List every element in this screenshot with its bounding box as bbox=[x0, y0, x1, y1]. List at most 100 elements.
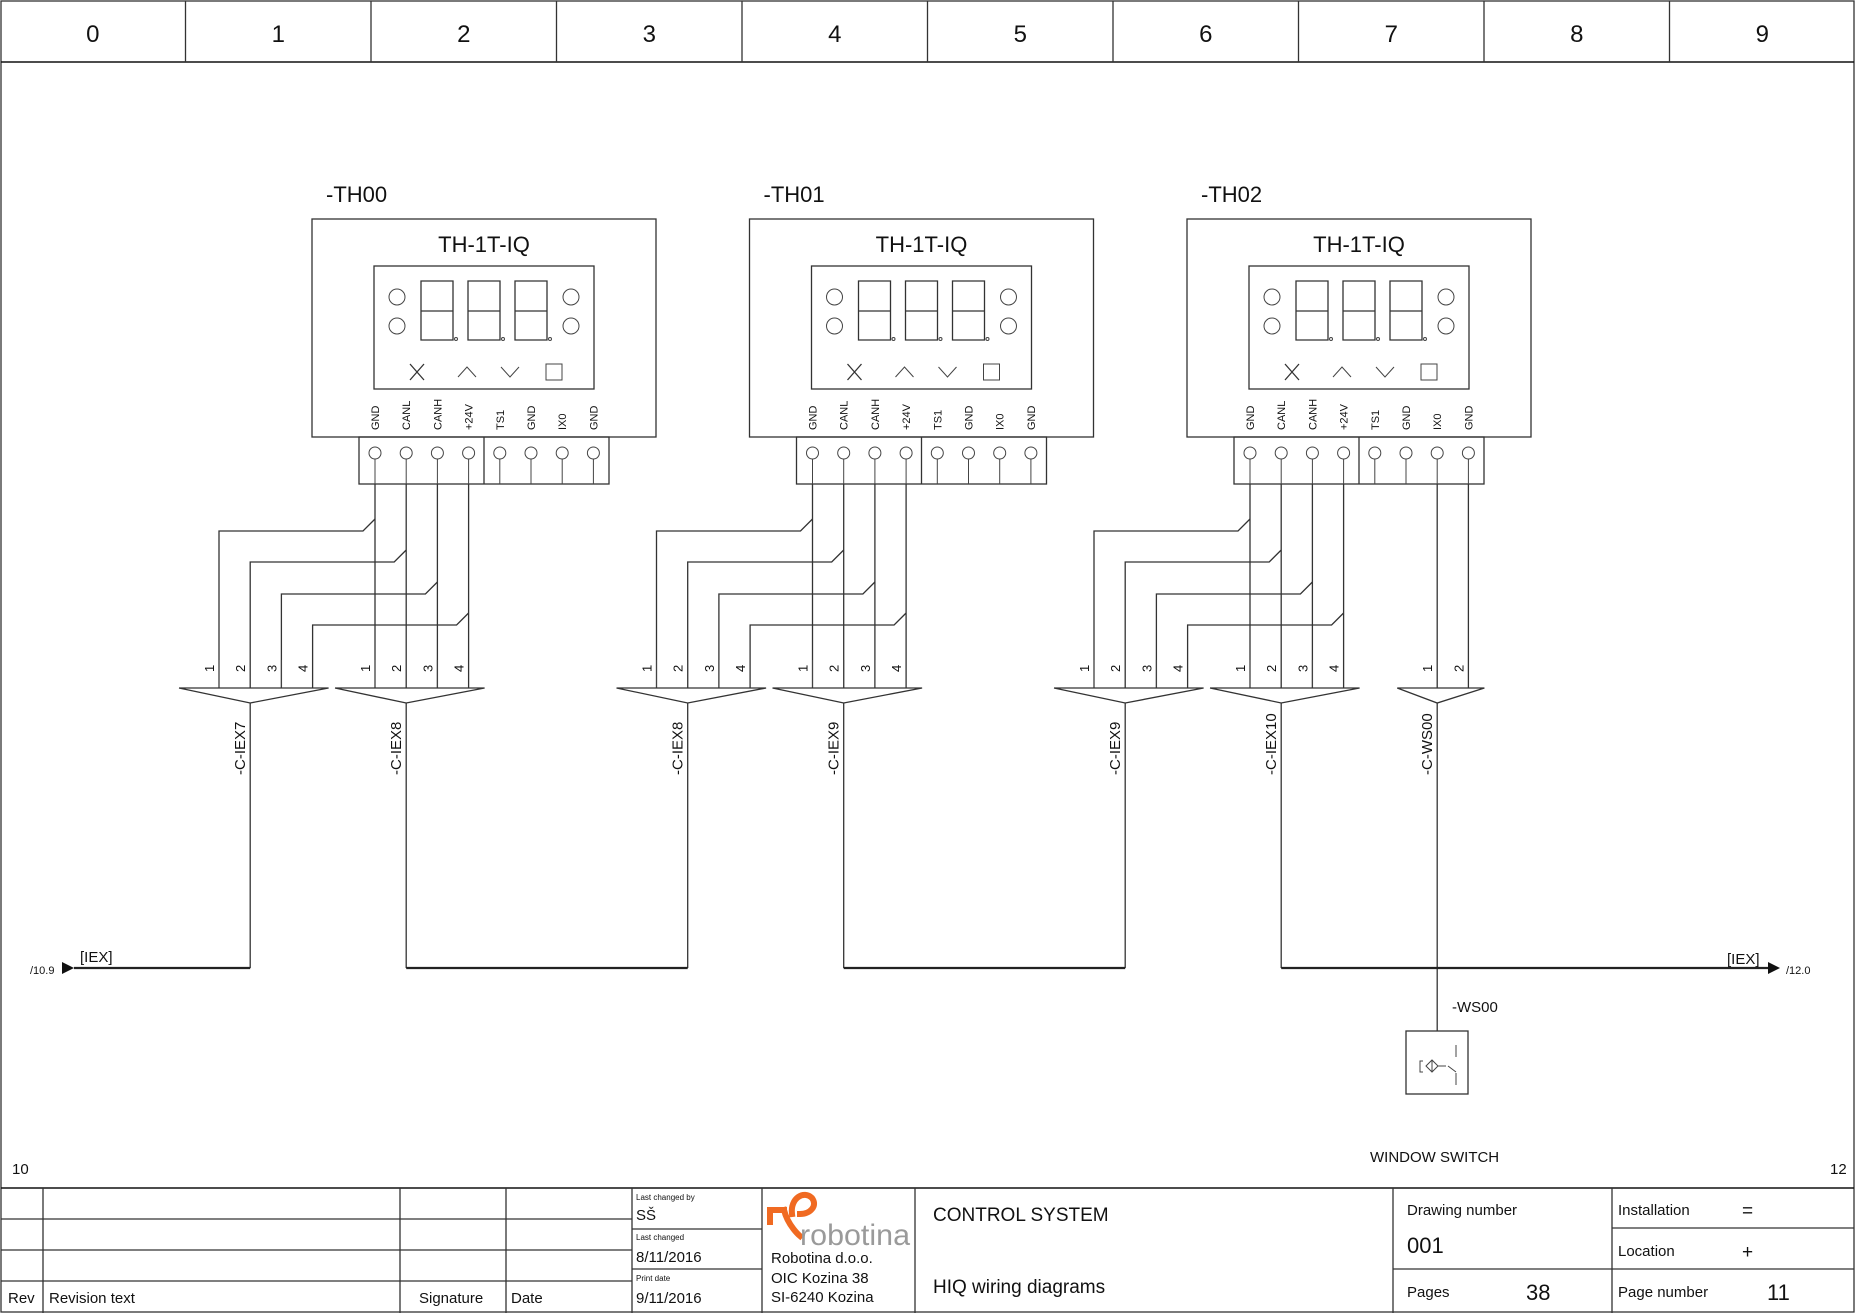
title-block: Rev Revision text Signature Date Last ch… bbox=[1, 1187, 1854, 1313]
terminal-screw-icon bbox=[806, 446, 819, 460]
pin-number: 1 bbox=[796, 665, 811, 672]
column-number-9: 9 bbox=[1756, 21, 1769, 48]
decimal-point bbox=[985, 337, 990, 341]
display-panel bbox=[810, 265, 1033, 390]
bus-out-arrow-icon bbox=[1768, 962, 1780, 974]
seven-segment-digit bbox=[1295, 280, 1329, 341]
installation-value: = bbox=[1742, 1201, 1753, 1222]
column-number-8: 8 bbox=[1570, 21, 1583, 48]
led-indicator-icon bbox=[826, 317, 843, 335]
terminal-screw-icon bbox=[524, 446, 538, 460]
enter-button-icon bbox=[545, 363, 563, 381]
terminal-screw-icon bbox=[1368, 446, 1382, 460]
terminal-screw-icon bbox=[1243, 446, 1257, 460]
terminal-label-canl: CANL bbox=[401, 401, 413, 430]
last-changed-by-label: Last changed by bbox=[636, 1193, 695, 1202]
pin-number: 3 bbox=[1295, 665, 1310, 672]
pin-number: 3 bbox=[1139, 665, 1154, 672]
location-value: + bbox=[1742, 1242, 1753, 1263]
decimal-point bbox=[1329, 337, 1333, 341]
terminal-label-canl: CANL bbox=[1276, 401, 1288, 430]
last-changed-value: 8/11/2016 bbox=[636, 1249, 702, 1266]
location-label: Location bbox=[1618, 1243, 1675, 1260]
last-changed-label: Last changed bbox=[636, 1233, 684, 1242]
display-panel bbox=[1248, 265, 1470, 390]
terminal-screw-icon bbox=[1430, 446, 1444, 460]
module-model: TH-1T-IQ bbox=[438, 232, 530, 257]
pin-number: 3 bbox=[858, 665, 873, 672]
display-panel bbox=[373, 265, 595, 390]
seven-segment-digit bbox=[857, 280, 892, 341]
installation-label: Installation bbox=[1618, 1202, 1690, 1219]
terminal-label-p24v: +24V bbox=[464, 403, 476, 430]
pages-label: Pages bbox=[1407, 1284, 1450, 1301]
terminal-label-p24v: +24V bbox=[901, 403, 913, 430]
connector-plug-icon bbox=[334, 687, 485, 704]
pin-number: 2 bbox=[233, 665, 248, 672]
drawing-number-label: Drawing number bbox=[1407, 1202, 1517, 1219]
revision-text-header: Revision text bbox=[49, 1290, 136, 1307]
terminal-screw-icon bbox=[493, 446, 507, 460]
terminal-label-gnd: GND bbox=[588, 406, 600, 431]
pin-number: 2 bbox=[827, 665, 842, 672]
terminal-screw-icon bbox=[899, 446, 913, 460]
terminal-label-gnd: GND bbox=[1026, 406, 1038, 431]
cross-wire bbox=[218, 518, 376, 688]
connector-label: -C-IEX10 bbox=[1263, 713, 1280, 775]
pin-number: 2 bbox=[1264, 665, 1279, 672]
proximity-switch-icon bbox=[1419, 1045, 1457, 1085]
down-button-icon bbox=[938, 366, 957, 378]
pin-number: 2 bbox=[389, 665, 404, 672]
connector-plug-icon bbox=[1209, 687, 1360, 704]
date-header: Date bbox=[511, 1290, 543, 1307]
column-number-2: 2 bbox=[457, 21, 470, 48]
terminal-label-ts1: TS1 bbox=[932, 410, 944, 430]
column-number-1: 1 bbox=[272, 21, 285, 48]
connector-plug-icon bbox=[772, 687, 923, 704]
cross-wire bbox=[1186, 612, 1345, 688]
terminal-screw-icon bbox=[868, 446, 882, 460]
switch-housing bbox=[1405, 1030, 1469, 1095]
column-number-5: 5 bbox=[1014, 21, 1027, 48]
led-indicator-icon bbox=[1000, 288, 1017, 306]
led-indicator-icon bbox=[1437, 288, 1455, 306]
bus-out-label: [IEX] bbox=[1727, 951, 1760, 968]
seven-segment-digit bbox=[514, 280, 548, 341]
terminal-screw-icon bbox=[462, 446, 476, 460]
decimal-point bbox=[454, 337, 458, 341]
pin-number: 3 bbox=[264, 665, 279, 672]
pin-number: 1 bbox=[202, 665, 217, 672]
led-indicator-icon bbox=[826, 288, 843, 306]
page-number-value: 11 bbox=[1767, 1280, 1790, 1305]
decimal-point bbox=[1376, 337, 1380, 341]
set-button-icon bbox=[847, 363, 862, 381]
rev-header: Rev bbox=[8, 1290, 35, 1307]
column-number-0: 0 bbox=[86, 21, 99, 48]
company-address-2: SI-6240 Kozina bbox=[771, 1289, 874, 1306]
up-button-icon bbox=[457, 366, 477, 378]
bus-out-ref: /12.0 bbox=[1786, 965, 1810, 977]
terminal-label-gnd: GND bbox=[1463, 406, 1475, 431]
seven-segment-digit bbox=[1389, 280, 1423, 341]
set-button-icon bbox=[1284, 363, 1300, 381]
print-date-value: 9/11/2016 bbox=[636, 1290, 702, 1307]
robotina-logo-mark-icon bbox=[767, 1191, 818, 1241]
terminal-label-gnd: GND bbox=[808, 406, 820, 431]
connector-plug-icon bbox=[1396, 687, 1485, 704]
down-button-icon bbox=[500, 366, 520, 378]
decimal-point bbox=[501, 337, 505, 341]
print-date-label: Print date bbox=[636, 1274, 671, 1283]
decimal-point bbox=[891, 337, 896, 341]
pin-number: 1 bbox=[1420, 665, 1435, 672]
terminal-label-gnd: GND bbox=[964, 406, 976, 431]
pin-number: 1 bbox=[1077, 665, 1092, 672]
signature-header: Signature bbox=[419, 1290, 483, 1307]
terminal-label-canh: CANH bbox=[1307, 399, 1319, 430]
cross-wire bbox=[311, 612, 470, 688]
bus-in-arrow-icon bbox=[62, 962, 74, 974]
